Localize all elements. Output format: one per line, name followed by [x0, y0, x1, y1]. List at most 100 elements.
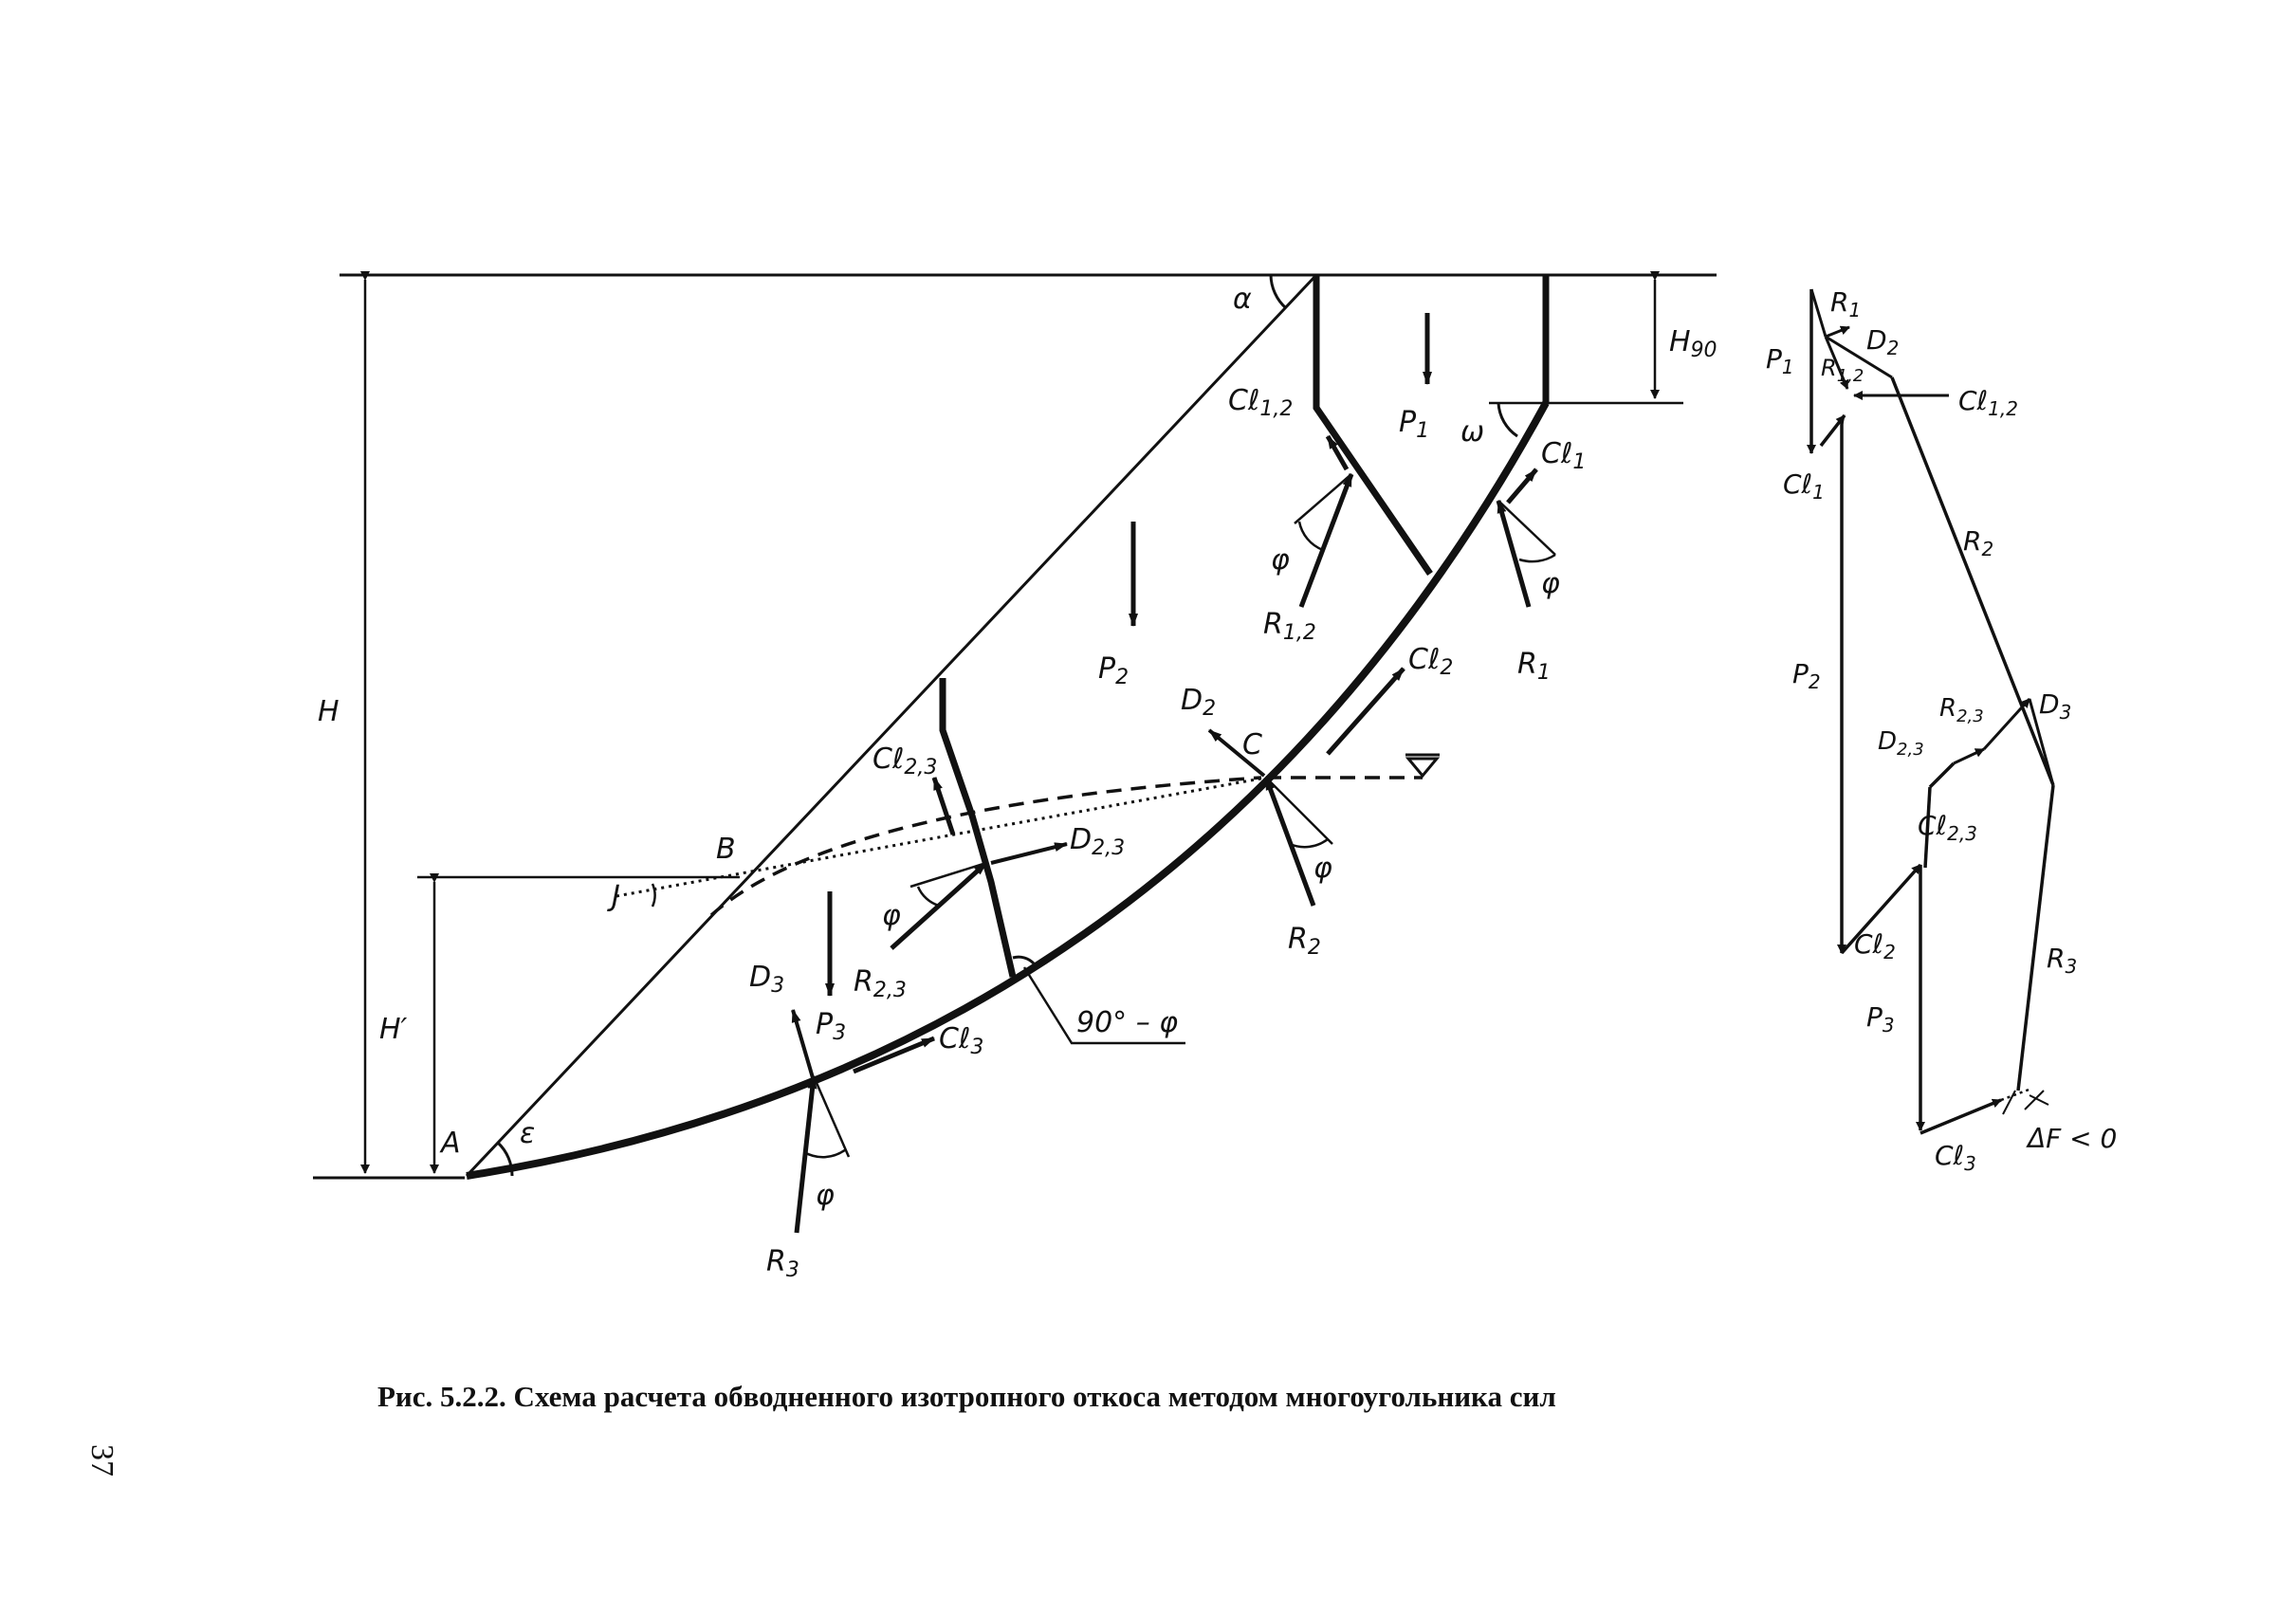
label-P3: P3 — [816, 1008, 846, 1045]
label-omega: ω — [1460, 415, 1484, 449]
slope-face — [465, 273, 1318, 1178]
poly-label-P3: P3 — [1866, 1001, 1895, 1036]
label-phi-R12: φ — [1271, 543, 1290, 577]
force-R1-arrow — [1496, 500, 1532, 608]
force-D23-arrow — [990, 842, 1068, 865]
page-number: 37 — [84, 1444, 119, 1476]
angle-alpha-arc — [1269, 274, 1288, 310]
poly-label-deltaF: ΔF < 0 — [2026, 1123, 2117, 1154]
force-R2-arrow — [1263, 777, 1316, 907]
force-R3-arrow — [794, 1075, 817, 1234]
poly-Cl23-down — [1923, 786, 1932, 869]
poly-R12 — [1824, 336, 1849, 390]
force-R12-arrow — [1298, 473, 1354, 608]
force-D3-arrow — [791, 1009, 816, 1082]
slope-scheme — [313, 271, 1717, 1234]
poly-Cl3 — [1919, 1098, 2002, 1135]
force-polygon — [1807, 288, 2055, 1135]
poly-label-Cl1: Cℓ1 — [1783, 468, 1825, 504]
label-epsilon: ε — [520, 1117, 535, 1150]
label-C: C — [1242, 728, 1262, 761]
label-Cl3: Cℓ3 — [939, 1022, 983, 1059]
label-J: J — [607, 880, 620, 913]
label-phi-R23: φ — [882, 899, 901, 932]
angle-epsilon-arc — [496, 1141, 514, 1177]
normal-line-R3 — [812, 1075, 851, 1158]
label-D23: D2,3 — [1070, 823, 1125, 860]
poly-label-Cl2: Cℓ2 — [1854, 928, 1896, 963]
force-Cl23-arrow — [931, 777, 956, 835]
poly-label-R1: R1 — [1830, 286, 1861, 321]
poly-R3 — [2016, 784, 2055, 1091]
poly-D3 — [2028, 698, 2055, 786]
poly-label-R2: R2 — [1963, 525, 1993, 560]
poly-label-P2: P2 — [1792, 658, 1821, 693]
water-level-triangle — [1405, 757, 1441, 779]
label-R12: R1,2 — [1263, 608, 1316, 645]
poly-label-P1: P1 — [1766, 343, 1794, 378]
label-H: H — [318, 695, 340, 728]
poly-R2 — [1890, 376, 2055, 786]
label-P1: P1 — [1399, 406, 1429, 443]
poly-label-D3: D3 — [2039, 688, 2071, 724]
label-R1: R1 — [1517, 648, 1551, 685]
label-Cl12: Cℓ1,2 — [1228, 384, 1293, 421]
force-D2-arrow — [1207, 728, 1266, 778]
angle-j-arc — [651, 883, 656, 908]
label-A: A — [439, 1127, 461, 1160]
label-R23: R2,3 — [854, 965, 907, 1002]
label-phi-R2: φ — [1313, 852, 1332, 885]
label-90-minus-phi: 90° – φ — [1076, 1006, 1178, 1039]
poly-label-Cl12: Cℓ1,2 — [1958, 385, 2018, 420]
phi-arc-R12 — [1297, 521, 1324, 552]
phi-arc-R23 — [916, 886, 940, 908]
force-Cl12-arrow — [1325, 434, 1350, 471]
phreatic-line — [709, 776, 1262, 917]
slope-labels: H H′ H90 α ε ω A B C J 90° – φ φ φ φ φ φ… — [318, 283, 1717, 1282]
normal-line-R1 — [1497, 500, 1556, 556]
label-P2: P2 — [1098, 652, 1129, 689]
normal-line-R23 — [909, 861, 987, 889]
poly-Cl23 — [1928, 761, 1956, 789]
phi-arc-R2 — [1289, 837, 1329, 849]
poly-top-edge — [1825, 335, 1893, 379]
poly-deltaF-mark — [2002, 1090, 2049, 1115]
label-phi-R3: φ — [816, 1179, 835, 1212]
poly-R23 — [1982, 697, 2031, 751]
poly-label-R3: R3 — [2047, 943, 2077, 978]
label-phi-R1: φ — [1541, 567, 1560, 600]
poly-label-R12: R1,2 — [1821, 355, 1864, 386]
label-B: B — [716, 833, 736, 866]
poly-label-R23: R2,3 — [1939, 694, 1984, 726]
label-D3: D3 — [749, 961, 784, 998]
label-R3: R3 — [766, 1245, 799, 1282]
force-Cl3-arrow — [853, 1036, 935, 1074]
label-Cl1: Cℓ1 — [1541, 437, 1586, 474]
poly-label-Cl23: Cℓ2,3 — [1918, 810, 1977, 845]
normal-line-R2 — [1265, 777, 1333, 845]
angle-90-phi-leader — [1022, 966, 1185, 1045]
poly-closing-gap — [2000, 1087, 2032, 1102]
poly-R1 — [1809, 288, 1828, 338]
poly-label-D23: D2,3 — [1878, 727, 1924, 760]
slip-surface — [466, 401, 1550, 1180]
poly-D23 — [1953, 747, 1985, 765]
label-Hprime: H′ — [379, 1013, 408, 1046]
label-Cl23: Cℓ2,3 — [872, 743, 937, 779]
poly-label-Cl3: Cℓ3 — [1935, 1140, 1976, 1175]
angle-90-phi-arc — [1012, 955, 1036, 965]
figure-caption: Рис. 5.2.2. Схема расчета обводненного и… — [377, 1380, 1556, 1413]
label-alpha: α — [1233, 283, 1252, 316]
poly-Cl2 — [1840, 863, 1922, 955]
label-Cl2: Cℓ2 — [1408, 643, 1453, 680]
block-boundary-1-2 — [1313, 275, 1433, 576]
block-boundary-2-3 — [939, 678, 1017, 978]
phi-arc-R3 — [803, 1147, 847, 1159]
angle-omega-arc — [1497, 402, 1518, 438]
label-R2: R2 — [1288, 923, 1321, 960]
label-D2: D2 — [1181, 684, 1216, 721]
poly-label-D2: D2 — [1866, 324, 1899, 359]
poly-D2 — [1825, 325, 1850, 339]
force-Cl2-arrow — [1326, 667, 1405, 756]
